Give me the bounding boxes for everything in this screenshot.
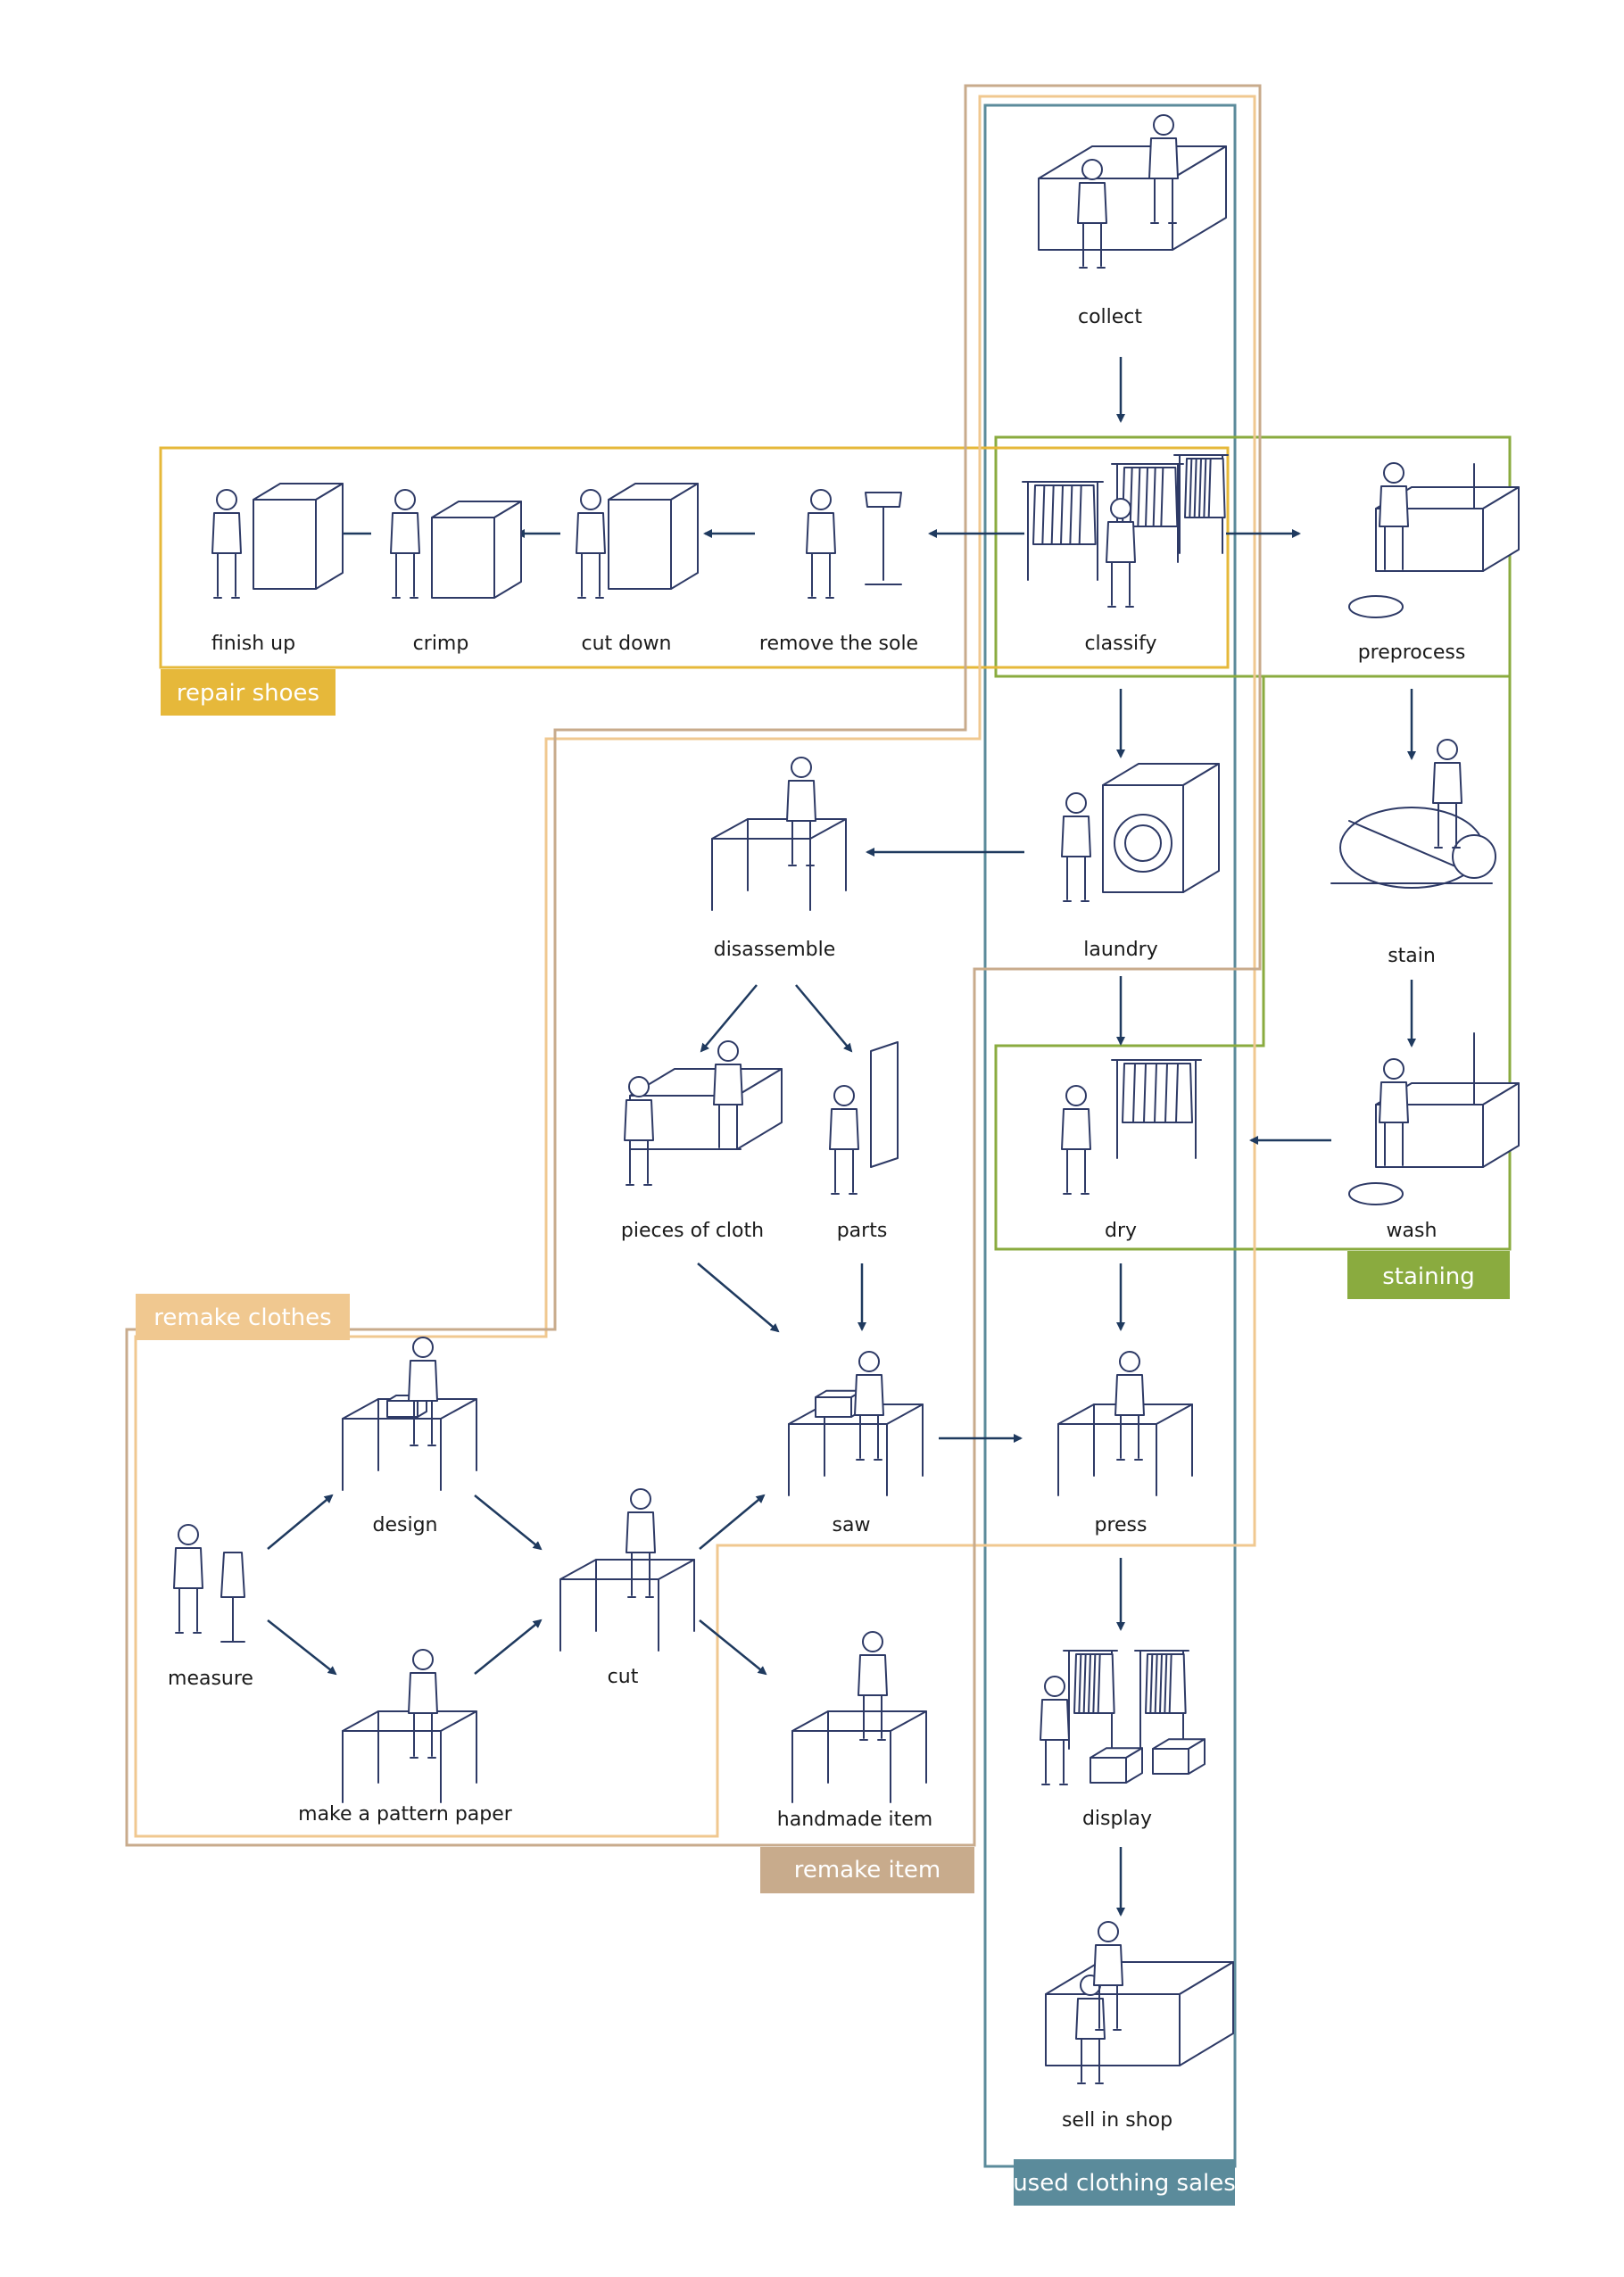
step-label-finish-up: finish up [211,633,295,655]
step-handmade-item: handmade item [777,1631,932,1831]
step-label-pieces-of-cloth: pieces of cloth [621,1220,764,1242]
workbench-icon [211,483,344,599]
process-steps: collect classify remove the sole cut dow… [168,114,1520,2132]
step-label-dry: dry [1105,1220,1137,1242]
step-label-design: design [373,1514,438,1536]
step-label-display: display [1082,1808,1152,1830]
wash-basin-icon [1348,1032,1520,1205]
step-parts: parts [829,1041,899,1242]
step-measure: measure [168,1524,253,1690]
repair-shoes-tag: repair shoes [161,669,336,716]
flow-arrows [267,357,1416,1917]
remake-item-tag-text: remake item [794,1857,941,1884]
step-wash: wash [1348,1032,1520,1242]
arrow-pieces-of-cloth-to-saw [697,1263,780,1333]
remake-item-tag: remake item [760,1847,974,1893]
shop-counter-icon [1045,1921,1234,2084]
step-press: press [1057,1351,1193,1536]
step-disassemble: disassemble [711,757,847,961]
used-clothing-sales-tag: used clothing sales [1013,2159,1236,2206]
staining-tag-text: staining [1382,1263,1475,1290]
step-label-classify: classify [1084,633,1156,655]
remake-item-outline [125,84,1262,1847]
arrow-disassemble-to-parts [795,984,853,1053]
drying-rack-icon [1061,1059,1202,1195]
used-clothing-sales-outline [983,104,1237,2168]
step-label-saw: saw [833,1514,871,1536]
mannequin-icon [173,1524,245,1643]
arrow-cut-to-handmade-item [699,1619,767,1676]
arrow-measure-to-make-a-pattern-paper [267,1619,337,1676]
repair-shoes-outline [159,446,1230,669]
step-label-remove-the-sole: remove the sole [759,633,918,655]
shop-display-icon [1040,1650,1206,1785]
press-machine-icon [390,489,522,599]
step-label-make-a-pattern-paper: make a pattern paper [298,1803,513,1826]
step-label-parts: parts [837,1220,888,1242]
dye-machine-icon [1330,739,1496,889]
arrow-make-a-pattern-paper-to-cut [474,1619,543,1675]
step-label-stain: stain [1388,945,1436,967]
remake-clothes-tag-text: remake clothes [153,1304,331,1331]
step-pieces-of-cloth: pieces of cloth [621,1040,783,1242]
remake-clothes-outline [134,95,1256,1838]
staining-tag: staining [1347,1251,1510,1299]
cutting-table-icon [559,1488,695,1652]
clothes-rack-icon [1022,454,1229,608]
group-tags: repair shoes staining remake clothes rem… [136,669,1510,2206]
step-label-measure: measure [168,1668,253,1690]
step-stain: stain [1330,739,1496,967]
step-remove-the-sole: remove the sole [759,489,918,655]
sewing-table-icon [788,1351,924,1496]
washing-machine-icon [1061,763,1220,902]
parts-shelf-icon [829,1041,899,1195]
step-cut: cut [559,1488,695,1688]
step-design: design [342,1337,477,1536]
step-sell-in-shop: sell in shop [1045,1921,1234,2132]
step-dry: dry [1061,1059,1202,1242]
craft-table-icon [791,1631,927,1803]
step-label-sell-in-shop: sell in shop [1062,2109,1172,2132]
staining-outline-mid [996,675,1265,1046]
step-label-cut-down: cut down [581,633,671,655]
wash-basin-icon [1348,462,1520,618]
laptop-desk-icon [342,1337,477,1491]
arrow-cut-to-saw [699,1494,766,1550]
pattern-desk-icon [342,1649,477,1803]
step-cut-down: cut down [576,483,699,655]
step-label-preprocess: preprocess [1358,642,1466,664]
remake-clothes-tag: remake clothes [136,1294,350,1340]
step-finish-up: finish up [211,483,344,655]
step-label-collect: collect [1078,306,1142,328]
cloth-table-icon [624,1040,783,1186]
step-saw: saw [788,1351,924,1536]
shoe-stand-icon [806,489,902,599]
step-display: display [1040,1650,1206,1830]
arrow-measure-to-design [267,1494,334,1550]
work-table-icon [711,757,847,911]
step-label-press: press [1095,1514,1148,1536]
step-label-laundry: laundry [1083,939,1158,961]
step-preprocess: preprocess [1348,462,1520,664]
workbench-icon [576,483,699,599]
step-make-a-pattern-paper: make a pattern paper [298,1649,513,1826]
step-crimp: crimp [390,489,522,655]
step-label-handmade-item: handmade item [777,1809,932,1831]
step-laundry: laundry [1061,763,1220,961]
counter-handover-icon [1038,114,1227,269]
arrow-design-to-cut [474,1495,543,1551]
ironing-table-icon [1057,1351,1193,1496]
step-label-disassemble: disassemble [714,939,836,961]
step-classify: classify [1022,454,1229,655]
used-clothing-sales-tag-text: used clothing sales [1013,2170,1236,2197]
repair-shoes-tag-text: repair shoes [177,680,319,707]
step-label-wash: wash [1387,1220,1438,1242]
step-label-cut: cut [608,1666,639,1688]
arrow-disassemble-to-pieces-of-cloth [700,984,758,1053]
step-collect: collect [1038,114,1227,328]
step-label-crimp: crimp [413,633,469,655]
